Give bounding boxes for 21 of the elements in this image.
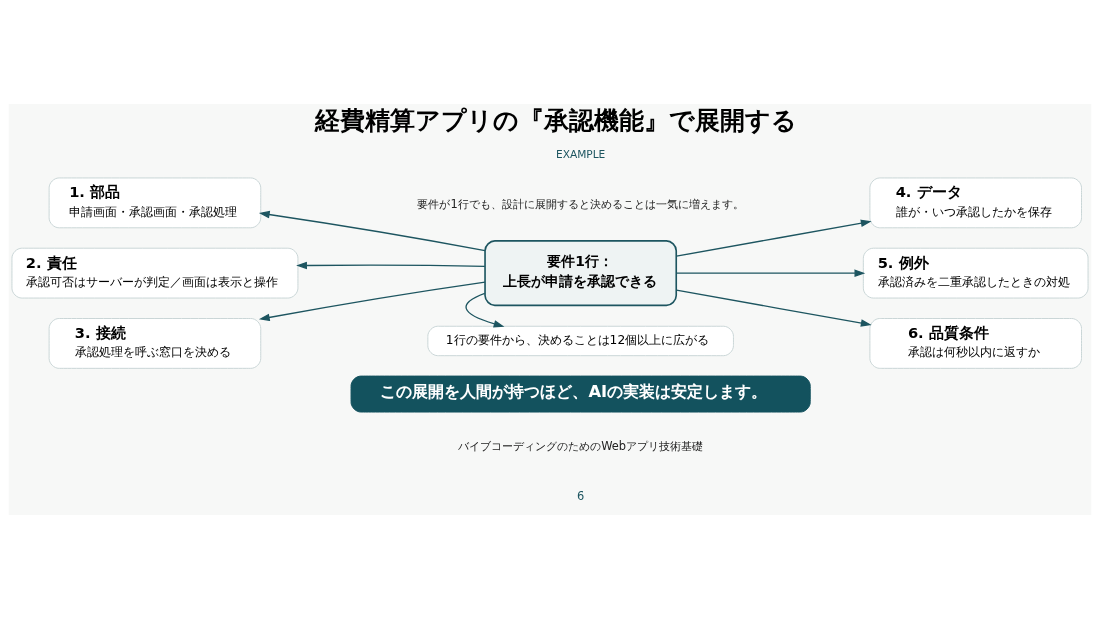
- arrow: [296, 261, 486, 270]
- node-box: この展開を人間が持つほど、AIの実装は安定します。: [350, 375, 811, 413]
- node-box: 要件1行： 上長が申請を承認できる: [484, 240, 678, 307]
- arrow: [258, 210, 486, 252]
- label: 6: [577, 489, 585, 504]
- label: 要件が1行でも、設計に展開すると決めることは一気に増えます。: [417, 197, 744, 212]
- arrow: [258, 281, 486, 322]
- diagram-title: 経費精算アプリの『承認機能』で展開する: [314, 106, 797, 136]
- arrow: [675, 289, 872, 327]
- node-box: 3. 接続 承認処理を呼ぶ窓口を決める: [48, 318, 262, 369]
- node-box: 6. 品質条件 承認は何秒以内に返すか: [869, 318, 1082, 369]
- node-box: 5. 例外 承認済みを二重承認したときの対処: [862, 247, 1089, 299]
- arrow: [465, 292, 505, 328]
- label: EXAMPLE: [555, 148, 606, 162]
- node-box: 1行の要件から、決めることは12個以上に広がる: [427, 325, 734, 357]
- label: バイブコーディングのためのWebアプリ技術基礎: [458, 439, 704, 454]
- node-box: 1. 部品 申請画面・承認画面・承認処理: [48, 177, 262, 229]
- arrow: [675, 269, 866, 277]
- node-box: 2. 責任 承認可否はサーバーが判定／画面は表示と操作: [11, 247, 299, 299]
- arrow: [675, 219, 872, 257]
- node-box: 4. データ 誰が・いつ承認したかを保存: [869, 177, 1082, 229]
